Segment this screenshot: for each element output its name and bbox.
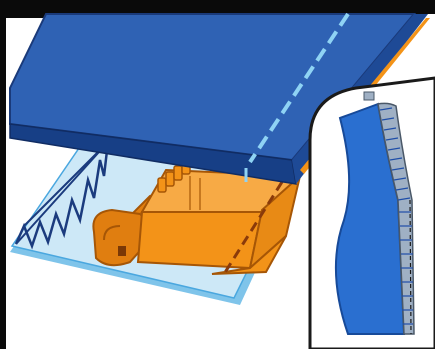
left-frame-bar — [0, 0, 6, 349]
garment-tag — [364, 92, 374, 100]
top-frame-bar — [0, 0, 435, 14]
top-frame-tab — [0, 0, 52, 18]
garment-inset — [310, 78, 435, 349]
folder-body-front — [138, 210, 262, 268]
